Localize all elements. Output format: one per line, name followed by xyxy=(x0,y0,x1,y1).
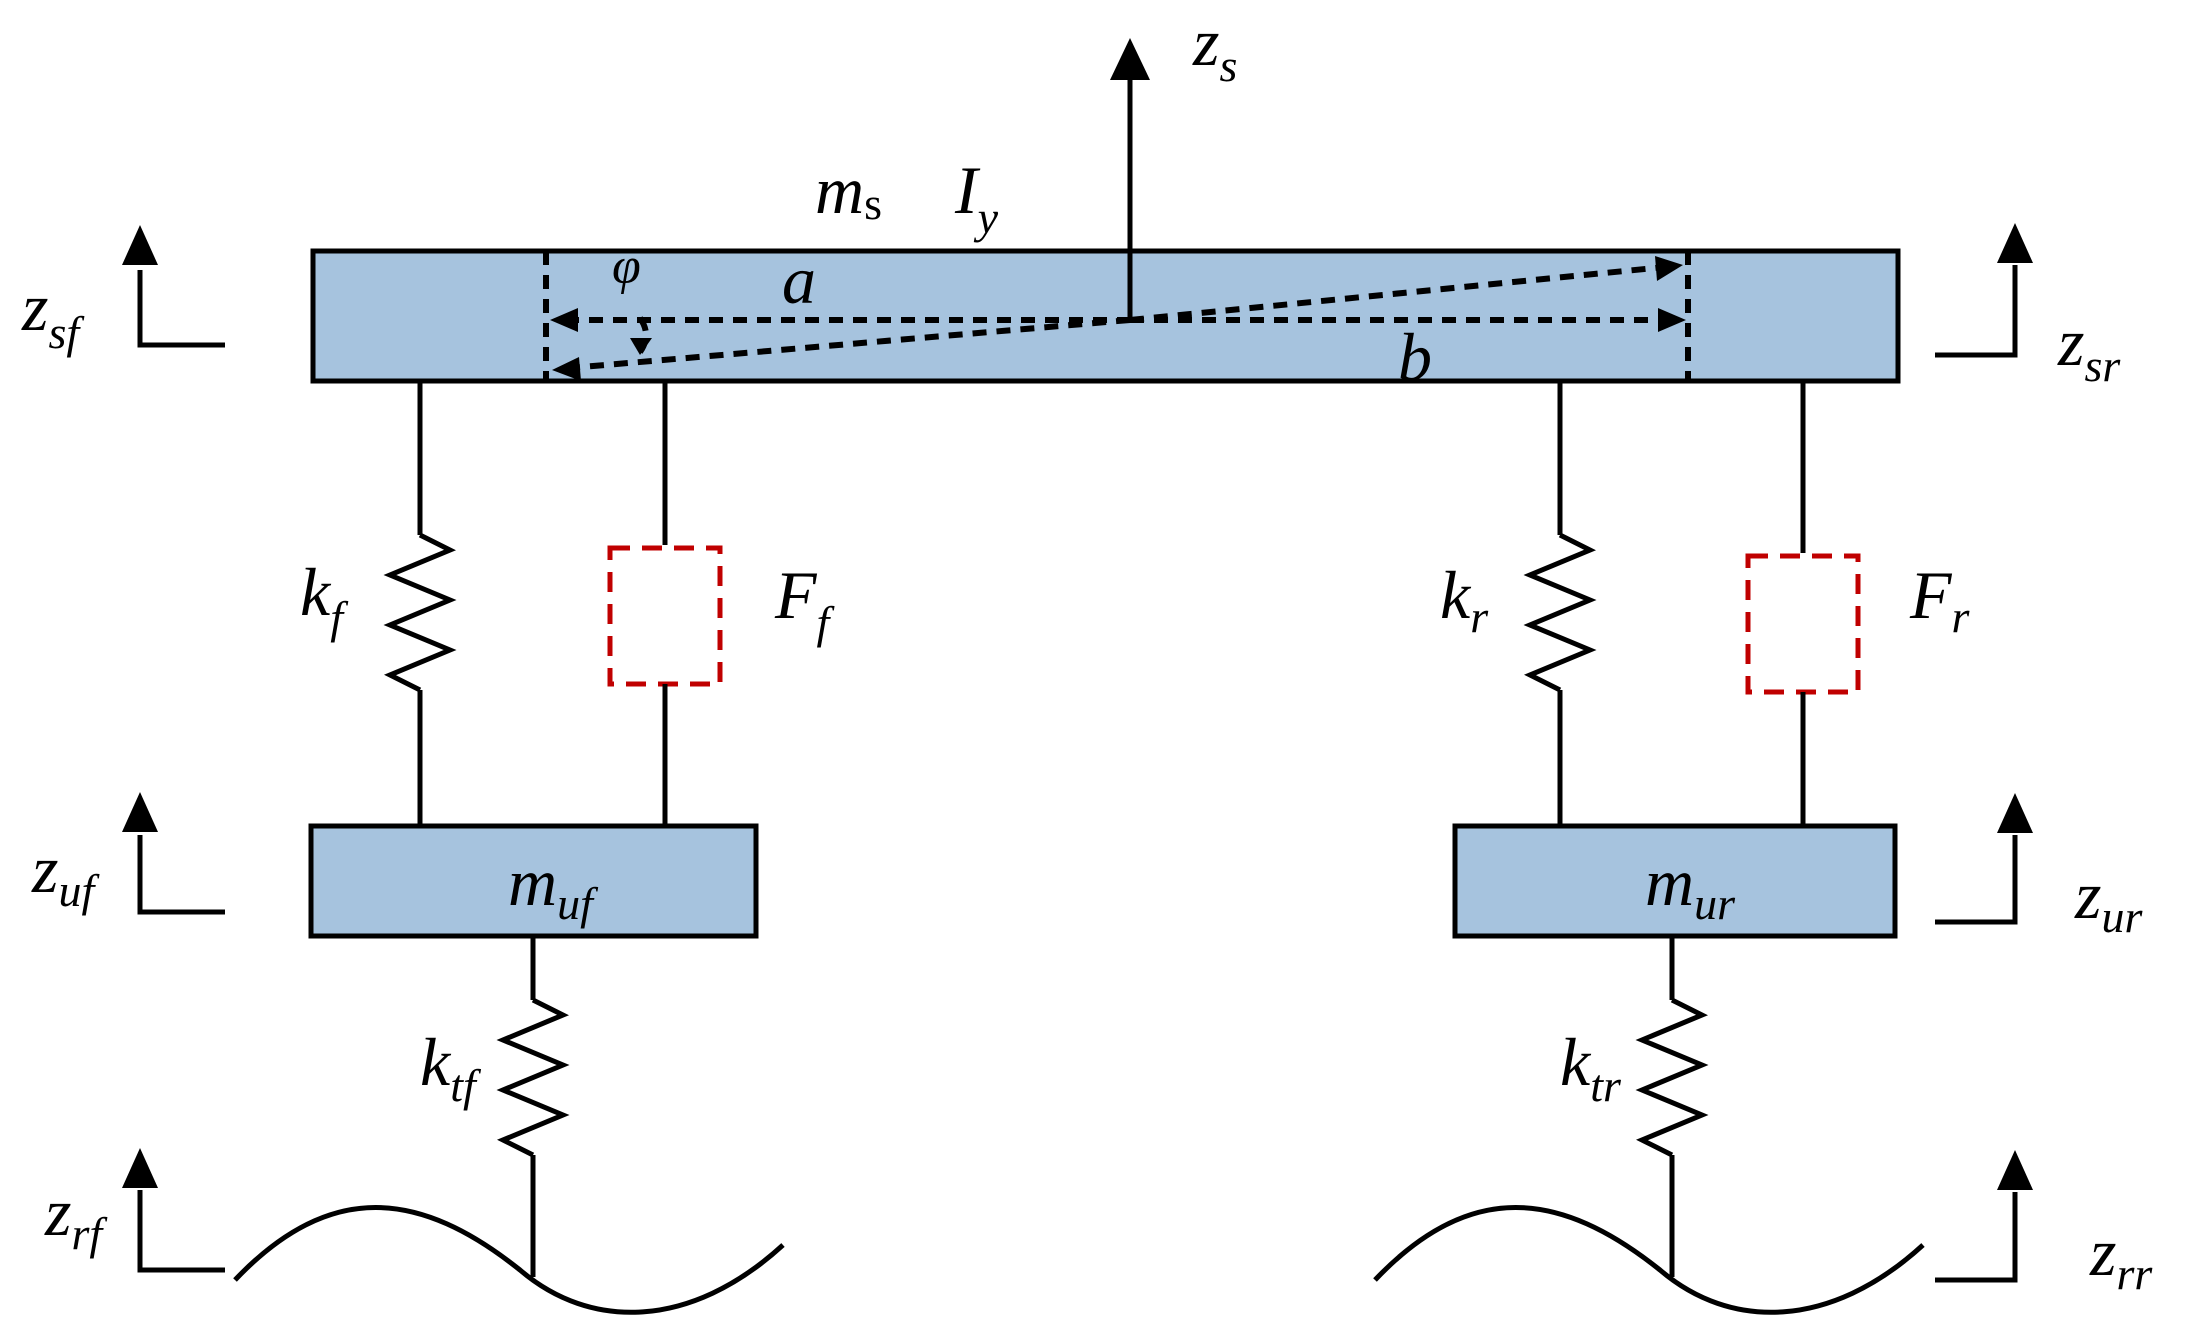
label-Iy: Iy xyxy=(954,152,999,243)
pitch-line-lower xyxy=(569,317,1131,371)
rear-actuator xyxy=(1745,553,1861,695)
label-zur: zur xyxy=(2074,857,2143,942)
label-phi: φ xyxy=(612,238,641,295)
label-zsf: zsf xyxy=(21,269,85,358)
a-left-arrowhead xyxy=(550,308,578,332)
zuf-arrow xyxy=(122,792,225,915)
pitch-lower-arrowhead xyxy=(552,357,581,381)
zrr-arrow xyxy=(1935,1150,2033,1283)
front-tire-spring xyxy=(496,997,570,1158)
label-muf: muf xyxy=(508,844,599,929)
label-kf: kf xyxy=(300,554,349,643)
label-ms: ms xyxy=(815,152,882,229)
front-actuator xyxy=(607,545,723,687)
rear-unsprung-mass-block xyxy=(1452,823,1898,939)
label-ktr: ktr xyxy=(1560,1024,1622,1111)
label-kr: kr xyxy=(1440,557,1489,642)
body-geometry xyxy=(543,251,1691,381)
zur-arrow xyxy=(1935,793,2033,925)
pitch-upper-arrowhead xyxy=(1655,256,1683,281)
label-Ff: Ff xyxy=(774,557,836,648)
rear-tire-spring xyxy=(1635,997,1709,1158)
label-zrr: zrr xyxy=(2089,1214,2153,1299)
label-a: a xyxy=(782,242,816,318)
label-b: b xyxy=(1398,319,1432,395)
zsr-arrow xyxy=(1935,223,2033,358)
label-zrf: zrf xyxy=(44,1174,108,1259)
zsf-arrow xyxy=(122,225,225,348)
label-Fr: Fr xyxy=(1909,557,1971,642)
zrf-arrow xyxy=(122,1148,225,1273)
label-ktf: ktf xyxy=(420,1024,482,1111)
rear-road-profile xyxy=(1373,1205,1925,1315)
phi-arrowhead xyxy=(630,338,652,355)
front-road-profile xyxy=(233,1205,785,1315)
label-mur: mur xyxy=(1645,844,1736,929)
rear-spring xyxy=(1523,532,1597,693)
front-spring xyxy=(383,532,457,693)
zs-arrowhead xyxy=(1110,38,1150,80)
b-right-arrowhead xyxy=(1658,308,1686,332)
label-zs: zs xyxy=(1192,4,1237,91)
label-zsr: zsr xyxy=(2057,304,2121,391)
label-zuf: zuf xyxy=(31,831,100,916)
pitch-line-upper xyxy=(1129,264,1666,323)
